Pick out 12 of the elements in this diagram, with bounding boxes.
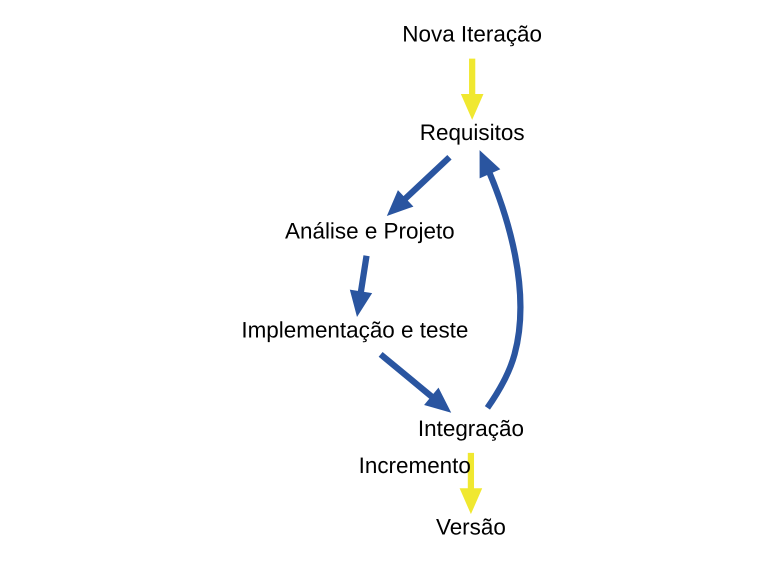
node-text: Implementação e teste [240,317,468,342]
node-text: Integração [417,416,524,441]
node-text: Requisitos [419,120,524,146]
node-text: Análise e Projeto [284,218,454,244]
node-text: Versão [435,514,506,540]
arrow [349,255,372,317]
arrow [479,150,523,410]
arrow [378,352,451,413]
arrow [386,154,452,216]
arrow [460,58,483,120]
node-text: Nova Iteração [402,22,542,47]
arrow [459,452,482,514]
